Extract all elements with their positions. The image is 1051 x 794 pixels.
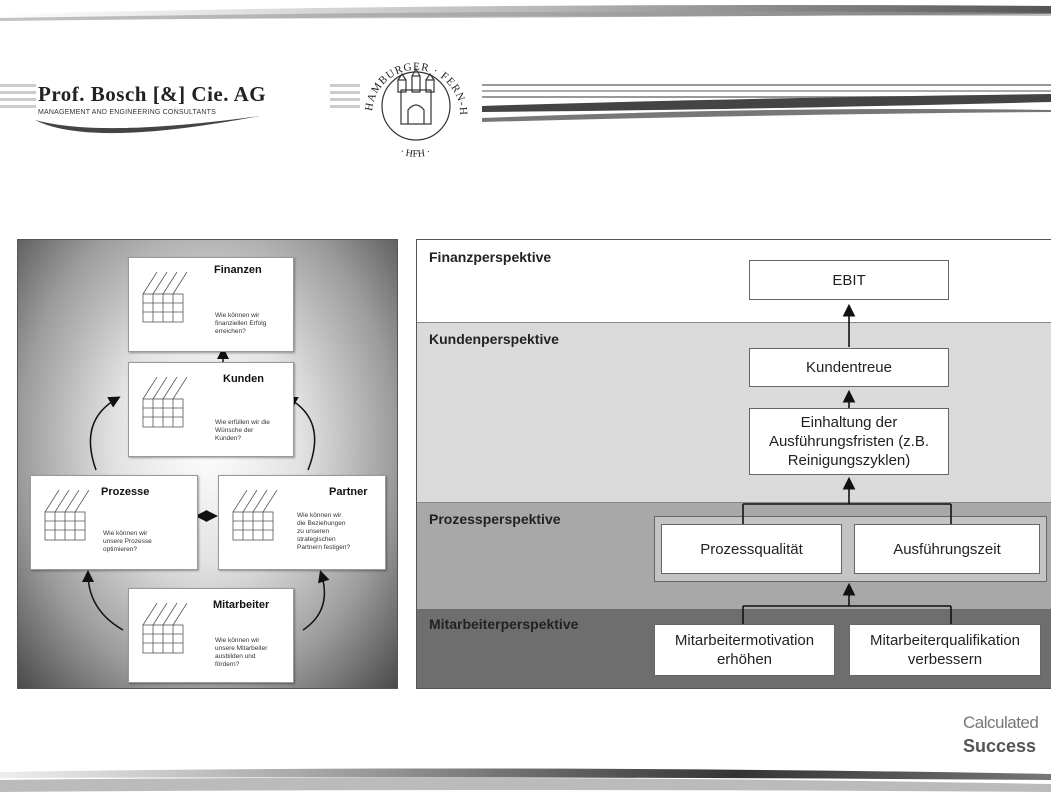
card-question: Wie können wir unsere Prozesse optimiere… <box>103 530 152 553</box>
scorecard-grid-icon <box>142 603 187 654</box>
header-right-stripes <box>330 84 360 108</box>
scorecard-grid-icon <box>142 272 187 323</box>
card-title: Kunden <box>223 373 264 385</box>
card-partner: Partner Wie können wir die Beziehungen z… <box>218 475 386 570</box>
svg-text:HAMBURGER · FERN-HOCHSCHULE: HAMBURGER · FERN-HOCHSCHULE <box>350 40 469 116</box>
card-title: Prozesse <box>101 486 150 498</box>
card-question: Wie können wir unsere Mitarbeiter ausbil… <box>215 637 268 668</box>
header-left-stripes <box>0 84 36 108</box>
card-title: Finanzen <box>214 264 262 276</box>
company-logo-text: Prof. Bosch [&] Cie. AG <box>38 82 267 106</box>
balanced-scorecard-diagram: Finanzen Wie können wir finanziellen Erf… <box>17 239 398 689</box>
footer-brand-line1: Calculated <box>963 713 1039 732</box>
box-kundentreue: Kundentreue <box>749 348 949 387</box>
card-title: Mitarbeiter <box>213 599 270 611</box>
svg-text:· HFH ·: · HFH · <box>399 146 432 160</box>
perspective-label: Kundenperspektive <box>429 331 559 347</box>
card-question: Wie können wir die Beziehungen zu unsere… <box>297 512 351 551</box>
card-question: Wie können wir finanziellen Erfolg errei… <box>215 312 267 335</box>
box-mitarbeiterqualifikation: Mitarbeiterqualifikation verbessern <box>849 624 1041 676</box>
scorecard-grid-icon <box>44 490 89 541</box>
strategy-map-arrows <box>742 303 952 624</box>
box-mitarbeitermotivation: Mitarbeitermotivation erhöhen <box>654 624 835 676</box>
perspective-label: Mitarbeiterperspektive <box>429 616 579 632</box>
box-einhaltung-ausfuehrungsfristen: Einhaltung der Ausführungsfristen (z.B. … <box>749 408 949 475</box>
diagram-arrows <box>82 347 330 631</box>
scorecard-grid-icon <box>232 490 277 541</box>
box-ebit: EBIT <box>749 260 949 300</box>
top-swoosh <box>0 5 1051 21</box>
card-mitarbeiter: Mitarbeiter Wie können wir unsere Mitarb… <box>128 588 294 683</box>
perspective-label: Finanzperspektive <box>429 249 552 265</box>
hfh-seal-logo: HAMBURGER · FERN-HOCHSCHULE · HFH · <box>350 40 469 160</box>
card-question: Wie erfüllen wir die Wünsche der Kunden? <box>215 419 270 442</box>
card-kunden: Kunden Wie erfüllen wir die Wünsche der … <box>128 362 294 457</box>
footer-brand-line2: Success <box>963 736 1037 756</box>
company-tagline: MANAGEMENT AND ENGINEERING CONSULTANTS <box>38 109 216 116</box>
header-right-swoosh <box>482 84 1051 122</box>
strategy-map-diagram: Finanzperspektive Kundenperspektive Proz… <box>416 239 1051 689</box>
box-ausfuehrungszeit: Ausführungszeit <box>854 524 1040 574</box>
scorecard-grid-icon <box>142 377 187 428</box>
logo-swoosh <box>35 116 260 134</box>
bottom-swoosh <box>0 768 1051 792</box>
card-finanzen: Finanzen Wie können wir finanziellen Erf… <box>128 257 294 352</box>
card-title: Partner <box>329 486 368 498</box>
card-prozesse: Prozesse Wie können wir unsere Prozesse … <box>30 475 198 570</box>
perspective-label: Prozessperspektive <box>429 511 561 527</box>
box-prozessqualitaet: Prozessqualität <box>661 524 842 574</box>
